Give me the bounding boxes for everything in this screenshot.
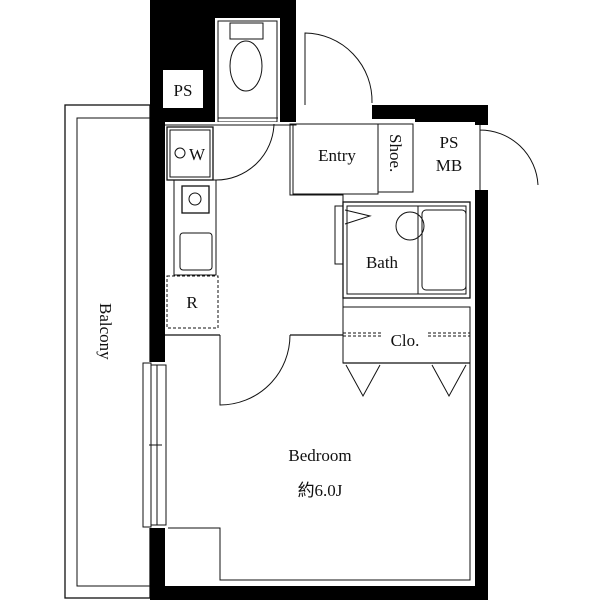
entry-label: Entry [318, 146, 356, 165]
washer-icon [174, 147, 186, 159]
bathroom: Bath [334, 201, 471, 299]
bedroom-size: 約6.0J [298, 481, 343, 500]
toilet-icon [229, 40, 263, 92]
balcony-window [142, 362, 168, 528]
toilet-room [215, 18, 280, 125]
balcony-label: Balcony [96, 303, 115, 360]
ps-label: PS [174, 81, 193, 100]
ps-mb-label-2: MB [436, 156, 462, 175]
bathtub-icon [421, 209, 467, 291]
bath-label: Bath [366, 253, 399, 272]
ps-mb: PS MB [427, 122, 539, 191]
ps-shaft-top: PS [163, 70, 203, 108]
shoe-cabinet: Shoe. [377, 123, 414, 193]
closet: Clo. [342, 306, 471, 398]
sink-icon [179, 232, 213, 271]
stove-icon [181, 185, 210, 214]
washbasin-icon [395, 211, 425, 241]
hall-kitchen: W R [165, 105, 475, 586]
ps-mb-label-1: PS [440, 133, 459, 152]
closet-label: Clo. [391, 331, 420, 350]
bedroom-label: Bedroom [288, 446, 351, 465]
bedroom: Bedroom 約6.0J [165, 334, 471, 581]
shoe-label: Shoe. [386, 134, 405, 172]
washer-label: W [189, 145, 206, 164]
refrigerator-label: R [186, 293, 198, 312]
